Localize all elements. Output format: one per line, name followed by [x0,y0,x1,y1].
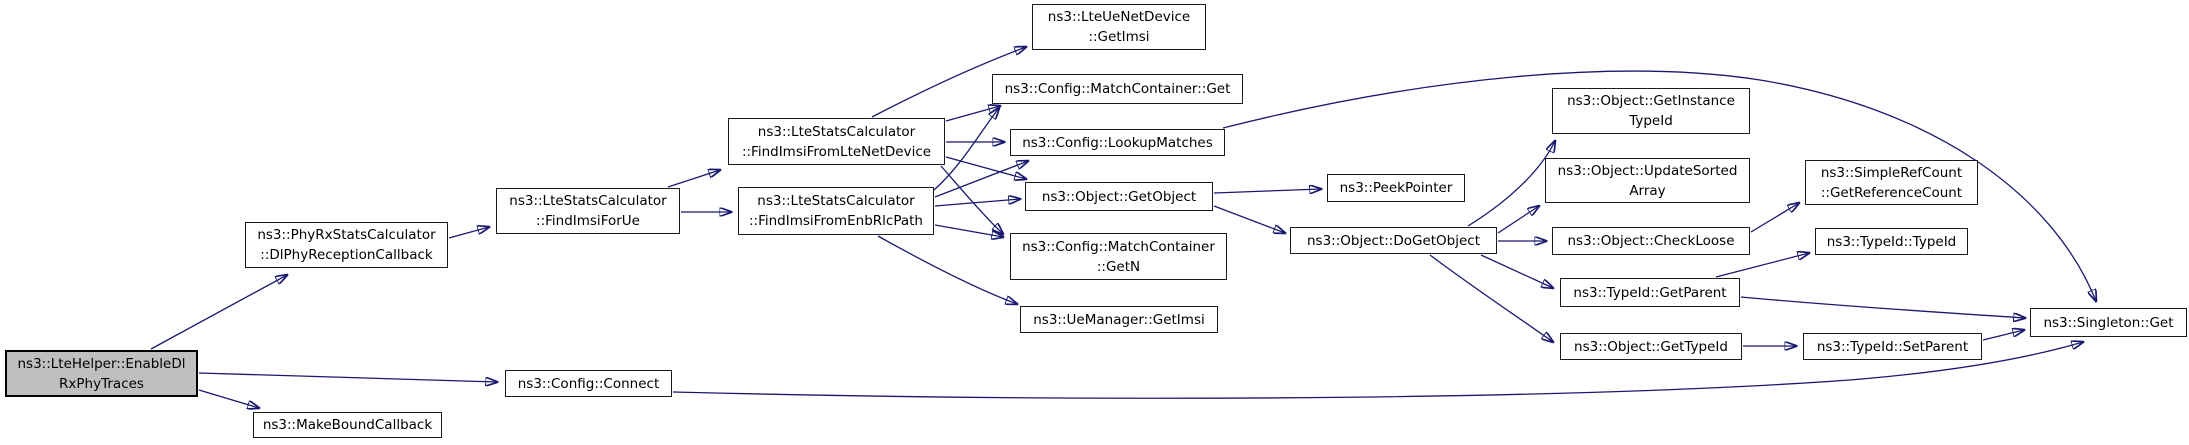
node-object-get-type-id[interactable]: ns3::Object::GetTypeId [1560,333,1742,360]
edge-fromenb-to-mcget [933,108,999,191]
node-make-bound-callback[interactable]: ns3::MakeBoundCallback [253,412,442,438]
edge-getparent-to-singletonget [1740,296,2025,318]
edge-checkloose-to-getreferencecount [1750,203,1799,233]
node-singleton-get[interactable]: ns3::Singleton::Get [2030,308,2187,337]
node-peek-pointer[interactable]: ns3::PeekPointer [1327,174,1465,202]
edge-getobject-to-dogetobject [1213,205,1285,233]
edge-fromenb-to-getn [934,224,1003,237]
edge-connect-to-singletonget [672,342,2083,399]
node-object-update-sorted-array[interactable]: ns3::Object::UpdateSorted Array [1545,158,1750,203]
edge-fromenb-to-getobject [934,199,1020,207]
edge-doget-to-typeidgetparent [1480,254,1553,288]
node-object-do-get-object[interactable]: ns3::Object::DoGetObject [1290,227,1497,254]
edge-fromlte-to-ueimsi [871,47,1026,118]
node-type-id-type-id[interactable]: ns3::TypeId::TypeId [1815,228,1968,255]
edge-getobject-to-peekpointer [1213,189,1321,193]
edge-doget-to-updatesortedarray [1497,206,1539,234]
node-find-imsi-from-lte-net-device[interactable]: ns3::LteStatsCalculator ::FindImsiFromLt… [728,118,945,165]
edge-lookup-to-singletonget [1222,70,2096,301]
edge-fromenb-to-uemanagergetimsi [877,235,1017,304]
edge-enabledl-to-dlphy [150,275,287,350]
edge-enabledl-to-connect [198,372,497,382]
edge-doget-to-getinstancetypeid [1467,141,1555,227]
edge-fromenb-to-lookup [934,161,1028,198]
node-match-container-get[interactable]: ns3::Config::MatchContainer::Get [992,74,1243,104]
node-lookup-matches[interactable]: ns3::Config::LookupMatches [1010,129,1225,156]
node-object-get-instance-type-id[interactable]: ns3::Object::GetInstance TypeId [1552,88,1750,134]
node-type-id-get-parent[interactable]: ns3::TypeId::GetParent [1560,278,1740,307]
node-dl-phy-reception-callback[interactable]: ns3::PhyRxStatsCalculator ::DlPhyRecepti… [245,222,448,268]
node-object-check-loose[interactable]: ns3::Object::CheckLoose [1552,227,1750,255]
edge-fromlte-to-getobject [945,156,1026,179]
node-match-container-get-n[interactable]: ns3::Config::MatchContainer ::GetN [1010,233,1227,280]
edge-enabledl-to-makebound [198,389,259,408]
edge-dlphy-to-findimsiforue [448,227,489,239]
node-object-get-object[interactable]: ns3::Object::GetObject [1025,182,1213,211]
edge-fromlte-to-getn [940,165,1003,234]
node-find-imsi-for-ue[interactable]: ns3::LteStatsCalculator ::FindImsiForUe [496,188,680,234]
node-find-imsi-from-enb-rlc-path[interactable]: ns3::LteStatsCalculator ::FindImsiFromEn… [738,187,934,235]
node-lte-ue-net-device-get-imsi[interactable]: ns3::LteUeNetDevice ::GetImsi [1032,4,1206,50]
node-type-id-set-parent[interactable]: ns3::TypeId::SetParent [1803,333,1982,360]
edge-setparent-to-singletonget [1982,330,2024,341]
edge-fromlte-to-mcget [945,106,1000,122]
edge-forue-to-fromltenetdevice [667,170,720,188]
node-ue-manager-get-imsi[interactable]: ns3::UeManager::GetImsi [1020,306,1218,333]
node-config-connect[interactable]: ns3::Config::Connect [505,370,672,397]
edge-getparent-to-typeidtypeid [1715,253,1809,278]
edge-doget-to-objectgettypeid [1429,254,1553,342]
node-enable-dl-rx-phy-traces[interactable]: ns3::LteHelper::EnableDl RxPhyTraces [5,350,198,397]
node-simple-ref-count-get-reference-count[interactable]: ns3::SimpleRefCount ::GetReferenceCount [1805,160,1978,205]
